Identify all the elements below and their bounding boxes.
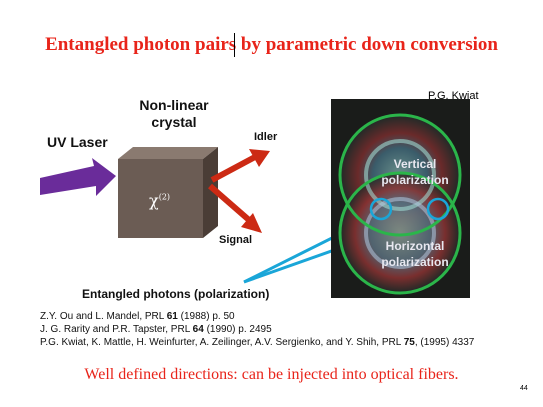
cone-bottom-inner-ring	[364, 197, 436, 269]
entangled-spot-right	[426, 197, 450, 221]
horizontal-label-line2: polarization	[381, 255, 448, 269]
uv-laser-label: UV Laser	[47, 134, 108, 150]
chi-order: (2)	[158, 192, 171, 202]
reference-1: Z.Y. Ou and L. Mandel, PRL 61 (1988) p. …	[40, 311, 235, 322]
idler-arrowhead	[249, 149, 270, 167]
uv-laser-arrow	[40, 158, 116, 196]
crystal-label-line1: Non-linear	[139, 97, 209, 113]
reference-3-text: P.G. Kwiat, K. Mattle, H. Weinfurter, A.…	[40, 337, 404, 348]
page-number: 44	[520, 385, 528, 392]
horizontal-label-line1: Horizontal	[386, 239, 445, 253]
crystal-front-face	[118, 159, 203, 238]
reference-1-volume: 61	[166, 311, 178, 322]
reference-3-pages: , (1995) 4337	[414, 337, 475, 348]
reference-2-volume: 64	[192, 324, 204, 335]
signal-label: Signal	[219, 234, 253, 246]
entangled-photons-label: Entangled photons (polarization)	[82, 287, 270, 301]
reference-3-volume: 75	[403, 337, 415, 348]
chi-letter: χ	[149, 191, 159, 210]
reference-3: P.G. Kwiat, K. Mattle, H. Weinfurter, A.…	[40, 337, 474, 348]
signal-beam	[208, 183, 251, 223]
crystal-label: Non-linear crystal	[134, 97, 214, 131]
cone-top-inner-ring	[364, 139, 436, 211]
reference-1-pages: (1988) p. 50	[177, 311, 235, 322]
down-conversion-photo: Vertical polarization Horizontal polariz…	[331, 99, 470, 298]
reference-2-pages: (1990) p. 2495	[203, 324, 272, 335]
idler-label: Idler	[254, 131, 278, 143]
reference-1-text: Z.Y. Ou and L. Mandel, PRL	[40, 311, 167, 322]
crystal-top-face	[118, 147, 218, 159]
signal-arrowhead	[241, 213, 262, 233]
cone-top-ring	[338, 113, 462, 237]
crystal-label-line2: crystal	[151, 114, 197, 130]
reference-2: J. G. Rarity and P.R. Tapster, PRL 64 (1…	[40, 324, 272, 335]
crystal-right-face	[203, 147, 218, 238]
chi2-symbol: χ(2)	[149, 191, 170, 210]
entangled-spot-left	[369, 197, 393, 221]
idler-beam	[210, 154, 257, 183]
reference-2-text: J. G. Rarity and P.R. Tapster, PRL	[40, 324, 193, 335]
text-cursor	[234, 33, 235, 57]
slide-title: Entangled photon pairs by parametric dow…	[45, 34, 498, 55]
bottom-note: Well defined directions: can be injected…	[84, 366, 459, 383]
vertical-label-line2: polarization	[381, 173, 448, 187]
cone-bottom-ring	[338, 171, 462, 295]
vertical-label-line1: Vertical	[394, 157, 437, 171]
